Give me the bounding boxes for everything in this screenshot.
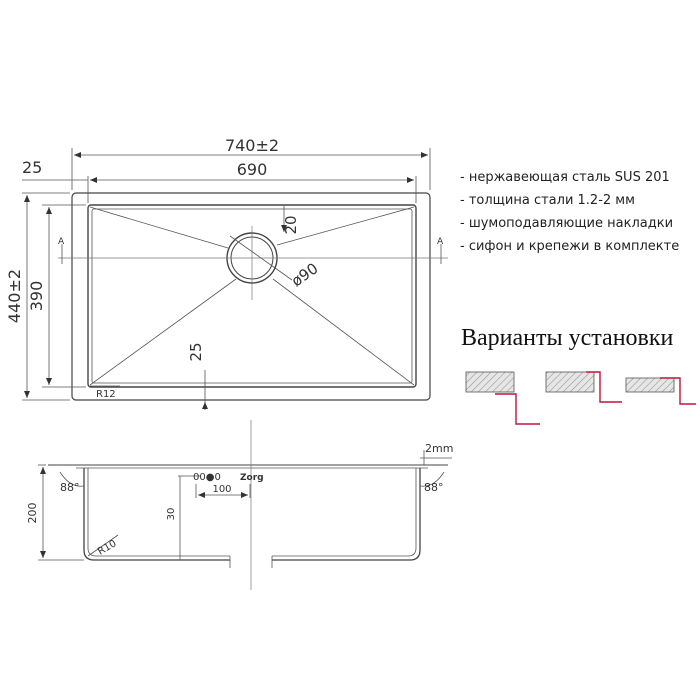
- section-mark-left: A: [58, 237, 65, 247]
- feature-list: - нержавеющая сталь SUS 201 - толщина ст…: [460, 166, 700, 258]
- dim-overflow-height: 30: [166, 508, 177, 521]
- feature-item: - сифон и крепежи в комплекте: [460, 239, 680, 254]
- dim-drain-diameter: ø90: [288, 259, 321, 290]
- feature-item: - шумоподавляющие накладки: [460, 216, 674, 231]
- angle-right: 88°: [424, 481, 444, 494]
- feature-item: - нержавеющая сталь SUS 201: [460, 170, 670, 185]
- dim-total-width: 740±2: [225, 136, 279, 155]
- installation-variants-title: Варианты установки: [461, 325, 674, 351]
- angle-left: 88°: [60, 481, 80, 494]
- brand-mark: Zorg: [240, 473, 264, 483]
- dim-drain-offset: 20: [282, 215, 300, 234]
- dim-depth: 200: [26, 503, 39, 524]
- dim-inner-height: 390: [27, 281, 46, 312]
- dim-inner-width: 690: [237, 160, 268, 179]
- dim-wall-thickness: 2mm: [425, 442, 453, 455]
- drain-slope-lines: [89, 206, 415, 386]
- corner-radius-top: R12: [96, 389, 116, 400]
- dim-rim: 25: [22, 158, 42, 177]
- top-view: A A 740±2 690 25 440±2 390 20 ø90: [5, 136, 448, 410]
- dim-overflow-width: 100: [212, 484, 231, 495]
- section-mark-right: A: [437, 237, 444, 247]
- variant-flush: [545, 371, 622, 403]
- feature-item: - толщина стали 1.2-2 мм: [460, 193, 635, 208]
- overflow-holes: 00●0: [193, 472, 221, 483]
- variant-overmount: [625, 377, 696, 405]
- sink-bowl: [87, 204, 417, 388]
- dim-total-height: 440±2: [5, 269, 24, 323]
- installation-variants: [465, 371, 696, 425]
- variant-undermount: [465, 371, 540, 425]
- bowl-profile: [83, 468, 230, 561]
- sink-outer-rim: [71, 192, 431, 401]
- dim-bottom-offset: 25: [187, 342, 205, 361]
- corner-radius-side: R10: [96, 538, 119, 557]
- side-view: 200 88° 88° 2mm 30 00●0 Zorg 100 R10: [26, 420, 453, 590]
